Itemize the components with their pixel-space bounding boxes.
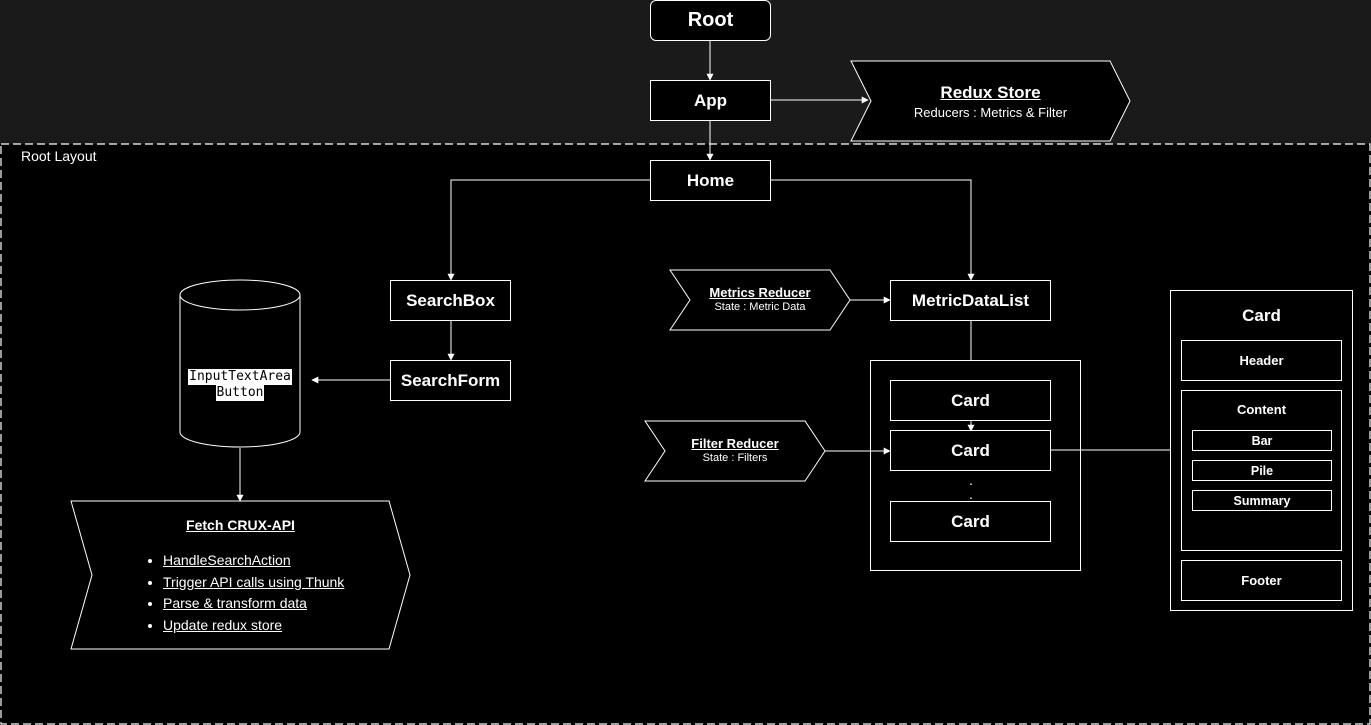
input-cylinder-text[interactable]: InputTextArea Button <box>180 369 300 401</box>
input-button-label: Button <box>215 385 265 401</box>
card-detail-footer[interactable]: Footer <box>1181 560 1342 601</box>
fetch-api-item: Parse & transform data <box>163 593 344 615</box>
card-list-ellipsis: . . <box>969 472 973 502</box>
fetch-api-shape <box>70 500 411 650</box>
input-textarea-label: InputTextArea <box>188 369 292 385</box>
metrics-reducer-text[interactable]: Metrics Reducer State : Metric Data <box>690 285 830 313</box>
app-node[interactable]: App <box>650 80 771 121</box>
home-node[interactable]: Home <box>650 160 771 201</box>
filter-reducer-subtitle: State : Filters <box>702 452 768 464</box>
filter-reducer-text[interactable]: Filter Reducer State : Filters <box>665 436 805 464</box>
searchform-node[interactable]: SearchForm <box>390 360 511 401</box>
filter-reducer-title: Filter Reducer <box>691 436 779 451</box>
arrow-home-to-searchbox <box>447 179 650 281</box>
content-item-bar[interactable]: Bar <box>1192 430 1332 451</box>
card-node-2[interactable]: Card <box>890 430 1051 471</box>
metrics-reducer-subtitle: State : Metric Data <box>714 301 806 313</box>
root-layout-label: Root Layout <box>21 148 97 164</box>
redux-store-text[interactable]: Redux Store Reducers : Metrics & Filter <box>871 83 1110 120</box>
arrow-home-to-metricdatalist <box>770 179 975 281</box>
root-node[interactable]: Root <box>650 0 771 41</box>
metricdatalist-node[interactable]: MetricDataList <box>890 280 1051 321</box>
root-layout-border <box>0 143 1371 725</box>
metrics-reducer-shape <box>669 269 851 331</box>
input-cylinder-shape <box>179 279 301 448</box>
card-detail-content-label: Content <box>1236 402 1287 417</box>
fetch-api-item: Update redux store <box>163 615 344 637</box>
card-node-3[interactable]: Card <box>890 501 1051 542</box>
redux-store-title: Redux Store <box>940 83 1041 102</box>
redux-store-subtitle: Reducers : Metrics & Filter <box>913 105 1068 120</box>
content-item-pile[interactable]: Pile <box>1192 460 1332 481</box>
card-detail-title: Card <box>1242 306 1281 325</box>
fetch-api-item: HandleSearchAction <box>163 550 344 572</box>
fetch-api-title[interactable]: Fetch CRUX-API <box>186 517 295 533</box>
searchbox-node[interactable]: SearchBox <box>390 280 511 321</box>
content-item-summary[interactable]: Summary <box>1192 490 1332 511</box>
card-list-container <box>870 360 1081 571</box>
card-node-1[interactable]: Card <box>890 380 1051 421</box>
metrics-reducer-title: Metrics Reducer <box>709 285 811 300</box>
fetch-api-item: Trigger API calls using Thunk <box>163 572 344 594</box>
filter-reducer-shape <box>644 420 826 482</box>
card-detail-header[interactable]: Header <box>1181 340 1342 381</box>
fetch-api-list: HandleSearchAction Trigger API calls usi… <box>145 550 344 636</box>
redux-store-shape <box>850 60 1131 142</box>
